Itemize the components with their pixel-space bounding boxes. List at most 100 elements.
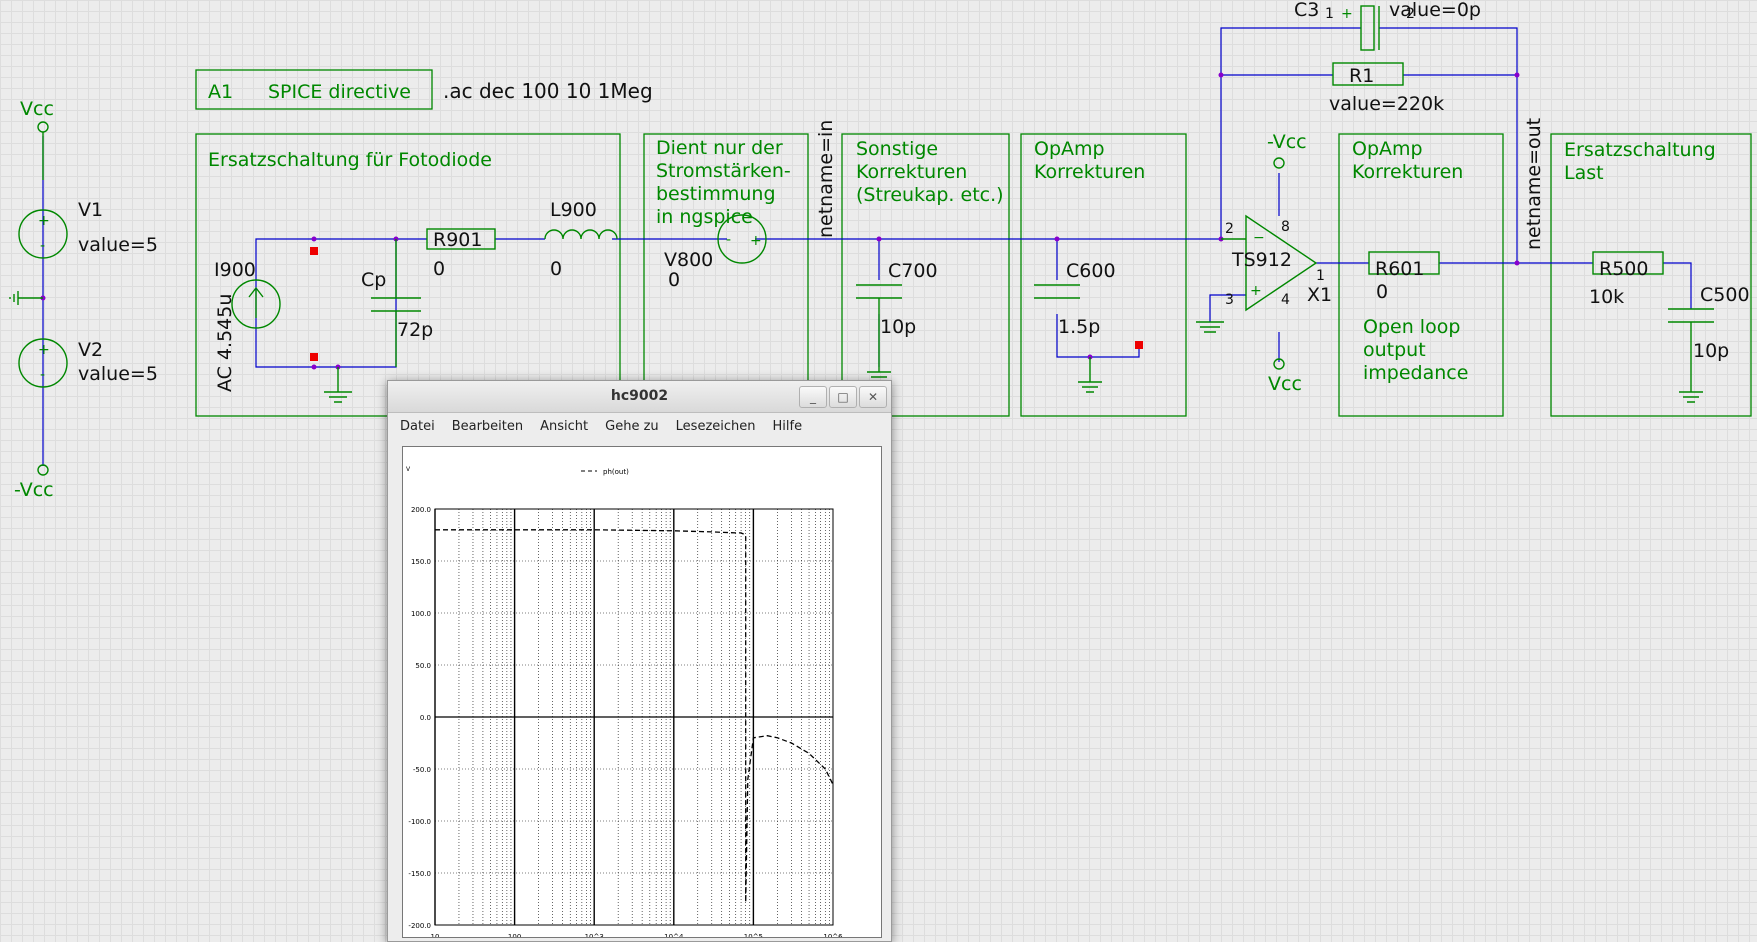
voltage-source-v1-icon[interactable]: [18, 209, 68, 259]
c700-name: C700: [888, 260, 938, 282]
menu-datei[interactable]: Datei: [400, 418, 435, 434]
open-loop-line: output: [1363, 339, 1426, 361]
x-tick-label: 100: [508, 933, 521, 937]
menu-lesezeichen[interactable]: Lesezeichen: [675, 418, 756, 434]
y-tick-label: -150.0: [408, 870, 431, 878]
x-tick-label: 10: [431, 933, 440, 937]
opamp-ts912-icon[interactable]: [1245, 214, 1318, 312]
schematic-canvas[interactable]: +- +- -+ −+ + .ac dec 100 10 1Meg A1 SPI…: [0, 0, 1757, 921]
capacitor-c700-icon[interactable]: [856, 284, 902, 299]
menu-hilfe[interactable]: Hilfe: [772, 418, 803, 434]
cp-value: 72p: [397, 319, 433, 341]
spice-label: SPICE directive: [268, 81, 411, 103]
minimize-icon[interactable]: _: [799, 386, 827, 408]
menu-bearbeiten[interactable]: Bearbeiten: [451, 418, 524, 434]
v1-value: value=5: [78, 234, 158, 256]
capacitor-c600-icon[interactable]: [1034, 284, 1080, 299]
r901-value: 0: [433, 258, 445, 280]
y-tick-label: -100.0: [408, 818, 431, 826]
phase-plot: 200.0150.0100.050.00.0-50.0-100.0-150.0-…: [406, 466, 843, 941]
c600-value: 1.5p: [1058, 316, 1100, 338]
r1-name: R1: [1349, 65, 1374, 87]
probe-marker[interactable]: [1135, 341, 1143, 349]
box-opamp-corrections-1: [1020, 133, 1187, 417]
box-other-line: Sonstige: [856, 138, 938, 160]
window-titlebar[interactable]: hc9002 _ □ ✕: [388, 381, 891, 413]
y-tick-label: 100.0: [411, 610, 431, 618]
series-line: [435, 529, 834, 903]
r601-value: 0: [1376, 281, 1388, 303]
box-opamp2-line: OpAmp: [1352, 138, 1423, 160]
box-ngspice-line: in ngspice: [656, 206, 753, 228]
spice-ref: A1: [208, 81, 233, 103]
box-other-line: Korrekturen: [856, 161, 967, 183]
x-tick-label: 10^4: [664, 933, 684, 937]
x-tick-label: 10^6: [823, 933, 843, 937]
l900-name: L900: [550, 199, 597, 221]
maximize-icon[interactable]: □: [829, 386, 857, 408]
c3-value: value=0p: [1389, 0, 1481, 21]
probe-marker[interactable]: [310, 353, 318, 361]
opamp-pin: 1: [1316, 268, 1325, 284]
open-loop-line: impedance: [1363, 362, 1468, 384]
capacitor-c3-icon[interactable]: [1360, 5, 1375, 51]
resistor-r1-icon[interactable]: [1332, 62, 1404, 86]
legend-label: ph(out): [603, 468, 629, 476]
voltage-source-v2-icon[interactable]: [18, 338, 68, 388]
opamp-pin: 8: [1281, 219, 1290, 235]
svg-text:+: +: [1341, 6, 1353, 22]
plot-window[interactable]: hc9002 _ □ ✕ Datei Bearbeiten Ansicht Ge…: [387, 380, 892, 942]
close-icon[interactable]: ✕: [859, 386, 887, 408]
netname-out: netname=out: [1523, 118, 1545, 250]
open-loop-line: Open loop: [1363, 316, 1460, 338]
i900-value: AC 4.545u: [214, 294, 236, 392]
opamp-pin: 4: [1281, 292, 1290, 308]
r601-name: R601: [1375, 258, 1424, 280]
spice-directive-box[interactable]: [195, 69, 433, 110]
box-load-line: Last: [1564, 162, 1604, 184]
box-load-line: Ersatzschaltung: [1564, 139, 1716, 161]
negative-vcc-terminal-icon[interactable]: [37, 464, 49, 476]
c700-value: 10p: [880, 316, 916, 338]
menu-ansicht[interactable]: Ansicht: [540, 418, 589, 434]
y-tick-label: 150.0: [411, 558, 431, 566]
box-opamp-corrections-2: [1338, 133, 1504, 417]
c3-pin1: 1: [1325, 6, 1334, 22]
c500-value: 10p: [1693, 340, 1729, 362]
resistor-r500-icon[interactable]: [1592, 251, 1664, 275]
box-opamp1-line: Korrekturen: [1034, 161, 1145, 183]
v800-name: V800: [664, 249, 713, 271]
capacitor-c500-icon[interactable]: [1668, 308, 1714, 323]
voltage-source-v800-icon[interactable]: [717, 214, 767, 264]
menu-gehe-zu[interactable]: Gehe zu: [605, 418, 659, 434]
l900-value: 0: [550, 258, 562, 280]
current-source-i900-icon[interactable]: [231, 279, 281, 329]
v2-name: V2: [78, 339, 103, 361]
box-other-corrections: [841, 133, 1010, 417]
v800-value: 0: [668, 269, 680, 291]
opamp-ref: X1: [1307, 284, 1332, 306]
probe-marker[interactable]: [310, 247, 318, 255]
opamp-pin: 2: [1225, 221, 1234, 237]
r500-value: 10k: [1589, 286, 1624, 308]
resistor-r901-icon[interactable]: [426, 228, 496, 250]
c600-name: C600: [1066, 260, 1116, 282]
opamp-name: TS912: [1231, 249, 1292, 271]
r1-value: value=220k: [1329, 93, 1444, 115]
window-title: hc9002: [610, 388, 669, 404]
box-opamp1-line: OpAmp: [1034, 138, 1105, 160]
vcc-terminal-icon[interactable]: [1273, 358, 1285, 370]
y-tick-label: 50.0: [415, 662, 431, 670]
vcc-terminal-icon[interactable]: [37, 121, 49, 133]
y-tick-label: -50.0: [413, 766, 431, 774]
netname-in: netname=in: [815, 120, 837, 238]
box-ngspice-line: Dient nur der: [656, 137, 783, 159]
svg-text:+: +: [1250, 283, 1262, 299]
x-tick-label: 10^5: [744, 933, 763, 937]
inductor-l900-icon[interactable]: [544, 229, 618, 240]
box-other-line: (Streukap. etc.): [856, 184, 1004, 206]
svg-text:+: +: [38, 213, 50, 229]
resistor-r601-icon[interactable]: [1368, 251, 1440, 275]
negative-vcc-terminal-icon[interactable]: [1273, 157, 1285, 169]
